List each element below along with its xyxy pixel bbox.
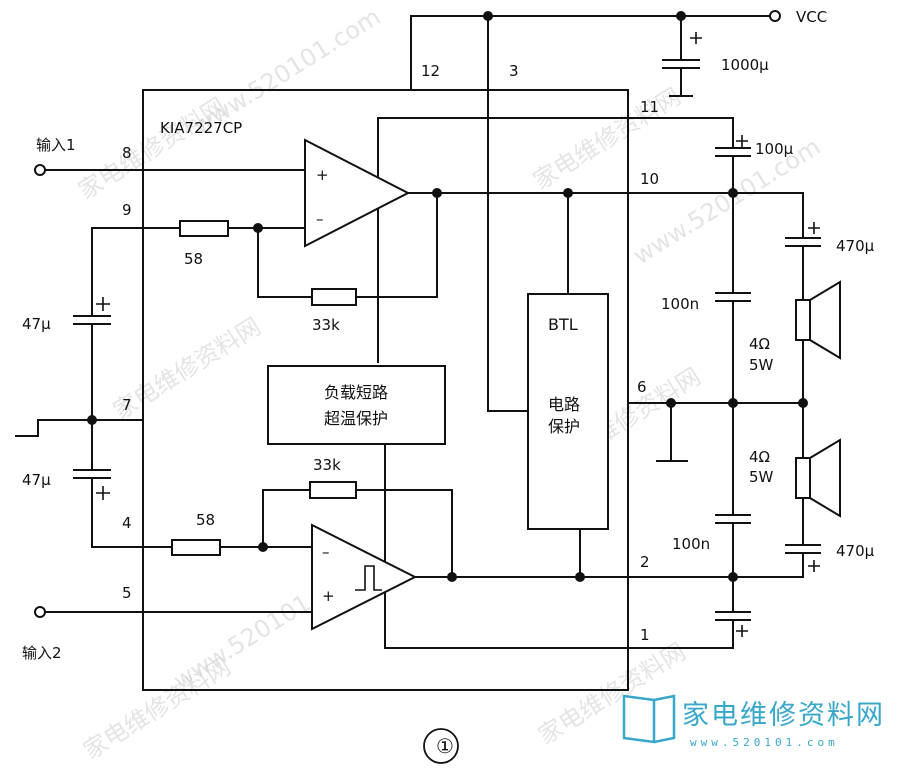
cap-100n-bottom-label: 100n [672, 535, 710, 553]
cap-470u-top-label: 470μ [836, 237, 875, 255]
capacitor-47u-top [73, 297, 111, 421]
speaker-bottom-icon [795, 402, 841, 546]
watermark-site: www.520101.com [628, 133, 825, 271]
speaker-bottom-ohm: 4Ω [749, 448, 770, 466]
pin-4-label: 4 [122, 514, 132, 532]
wire [262, 489, 311, 548]
protection-line-2: 超温保护 [324, 409, 388, 428]
pin-11-label: 11 [640, 98, 659, 116]
watermark-layer: 家电维修资料网 www.520101.com 家电维修资料网 www.52010… [73, 3, 825, 766]
watermark-cn: 家电维修资料网 [528, 82, 685, 195]
inverter-mark-icon [355, 565, 382, 591]
ic-outline [142, 89, 629, 691]
pin-1-wire [384, 619, 734, 649]
resistor-58-bottom [171, 539, 221, 556]
btl-title: BTL [548, 315, 578, 334]
input-2-label: 输入2 [22, 644, 62, 662]
wire [732, 192, 804, 239]
pin-1-label: 1 [640, 626, 650, 644]
r33k-top-label: 33k [312, 316, 340, 334]
watermark-cn: 家电维修资料网 [533, 637, 690, 750]
cap-100u-label: 100μ [755, 140, 794, 158]
speaker-top-ohm: 4Ω [749, 335, 770, 353]
speaker-bottom-watt: 5W [749, 468, 774, 486]
pin-11-wire [377, 117, 734, 363]
capacitor-470u-bottom [732, 544, 821, 578]
pin-8-label: 8 [122, 144, 132, 162]
cap-1000u-label: 1000μ [721, 56, 769, 74]
resistor-33k-bottom [309, 481, 357, 499]
pin-12-label: 12 [421, 62, 440, 80]
book-icon [622, 694, 656, 744]
r58-bottom-label: 58 [196, 511, 215, 529]
resistor-33k-top [311, 288, 357, 306]
speaker-top-watt: 5W [749, 356, 774, 374]
junction-dot [575, 572, 585, 582]
cap-470u-bottom-label: 470μ [836, 542, 875, 560]
upper-op-amp [304, 138, 411, 248]
cap-47u-bottom-label: 47μ [22, 471, 51, 489]
pin-3-label: 3 [509, 62, 519, 80]
junction-dot [253, 223, 263, 233]
resistor-58-top [179, 220, 229, 237]
cap-47u-top-label: 47μ [22, 315, 51, 333]
btl-line-2: 保护 [548, 417, 580, 436]
pin-9-wire [91, 227, 181, 301]
cap-100n-top-label: 100n [661, 295, 699, 313]
capacitor-pin1 [715, 576, 751, 637]
figure-label: ① [436, 734, 454, 758]
op-amp-minus: – [322, 543, 330, 561]
brand-name: 家电维修资料网 [682, 700, 885, 731]
capacitor-100n-top [715, 192, 751, 404]
pin-2-label: 2 [640, 553, 650, 571]
pin-6-label: 6 [637, 378, 647, 396]
pin-10-label: 10 [640, 170, 659, 188]
op-amp-minus: – [316, 210, 324, 228]
pin-9-label: 9 [122, 201, 132, 219]
op-amp-plus: + [316, 166, 329, 184]
op-amp-plus: + [322, 587, 335, 605]
input-1-label: 输入1 [36, 136, 76, 154]
btl-line-1: 电路 [548, 395, 580, 414]
input-1-terminal[interactable] [34, 164, 46, 176]
pin-5-label: 5 [122, 584, 132, 602]
input-2-terminal[interactable] [34, 606, 46, 618]
chip-name: KIA7227CP [160, 119, 242, 137]
vcc-terminal[interactable] [769, 10, 781, 22]
r33k-bottom-label: 33k [313, 456, 341, 474]
vcc-label: VCC [796, 8, 827, 26]
capacitor-47u-bottom [73, 419, 173, 548]
lower-op-amp [311, 523, 418, 631]
capacitor-100n-bottom [715, 402, 751, 578]
junction-dot [447, 572, 457, 582]
watermark-cn: 家电维修资料网 [78, 652, 235, 765]
watermark-cn: 家电维修资料网 [108, 312, 265, 425]
feedback-lower-wire [355, 489, 453, 578]
protection-block [267, 365, 446, 445]
wire [257, 227, 313, 298]
brand-logo: 家电维修资料网 www.520101.com [622, 694, 885, 749]
pin-7-label: 7 [122, 396, 132, 414]
r58-top-label: 58 [184, 250, 203, 268]
pin-3-wire [487, 15, 529, 412]
feedback-upper-wire [355, 192, 438, 298]
capacitor-1000u [662, 15, 702, 97]
vcc-rail [410, 15, 771, 91]
figure-label-circle [423, 728, 459, 764]
protection-line-1: 负载短路 [324, 383, 388, 402]
speaker-top-icon [795, 280, 841, 404]
brand-url: www.520101.com [690, 736, 839, 749]
capacitor-470u-top [785, 222, 821, 301]
